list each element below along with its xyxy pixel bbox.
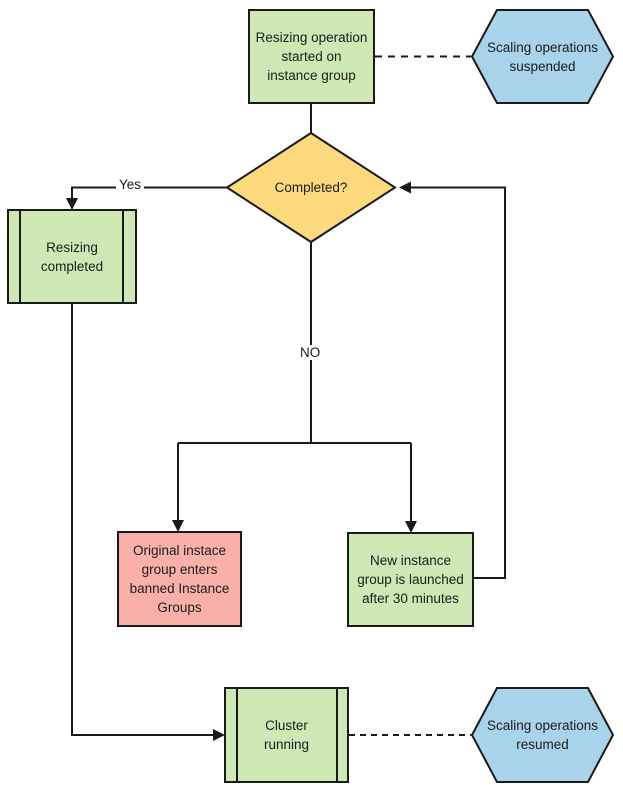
cluster-node-shape bbox=[224, 687, 349, 783]
cluster-node-label: Cluster running bbox=[263, 718, 310, 752]
resumed-node-label: Scaling operations resumed bbox=[486, 718, 599, 752]
decision-node-label: Completed? bbox=[274, 180, 348, 195]
arrowhead-cluster-icon bbox=[213, 729, 225, 741]
start-node-label: Resizing operation started on instance g… bbox=[255, 30, 368, 83]
edge-decision-yes bbox=[71, 186, 227, 199]
arrowhead-banned-icon bbox=[172, 520, 184, 532]
banned-node-shape bbox=[117, 531, 242, 627]
edge-new-group-loop-to-decision bbox=[410, 186, 506, 579]
resizing-completed-label: Resizing completed bbox=[40, 239, 104, 274]
banned-node-label: Original instace group enters banned Ins… bbox=[129, 543, 230, 615]
shapes-layer bbox=[7, 9, 615, 783]
new-group-node-label: New instance group is launched after 30 … bbox=[357, 553, 464, 606]
suspended-node-label: Scaling operations suspended bbox=[486, 39, 599, 74]
edges-layer bbox=[71, 55, 506, 736]
yes-edge-label: Yes bbox=[116, 177, 145, 192]
decision-diamond-shape bbox=[225, 131, 397, 244]
resumed-hexagon-shape bbox=[470, 687, 615, 783]
arrowhead-new-group-icon bbox=[405, 521, 417, 533]
resizing-completed-shape bbox=[7, 209, 137, 304]
arrowhead-loop-icon bbox=[399, 181, 411, 194]
edge-resizing-to-cluster bbox=[71, 303, 214, 736]
arrowheads-layer bbox=[66, 181, 417, 741]
no-edge-label: NO bbox=[297, 345, 324, 360]
suspended-hexagon-shape bbox=[470, 9, 615, 104]
new-group-node-shape bbox=[347, 532, 474, 627]
start-node-shape bbox=[248, 9, 375, 104]
arrowhead-yes-icon bbox=[66, 198, 78, 210]
